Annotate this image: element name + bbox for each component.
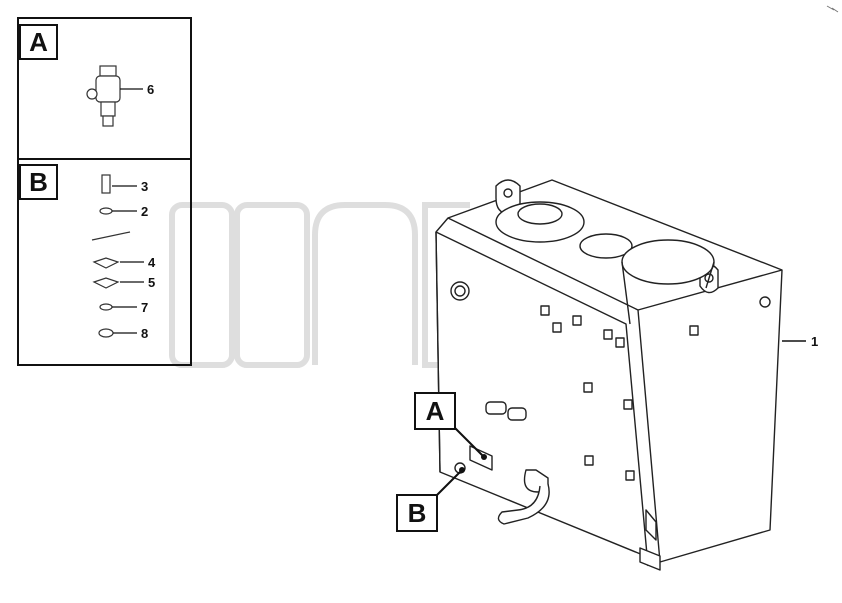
hose-pipe bbox=[497, 483, 550, 525]
foot-bracket bbox=[645, 509, 657, 541]
return-port bbox=[507, 407, 527, 421]
stud bbox=[552, 322, 562, 333]
stud bbox=[689, 325, 699, 336]
stud bbox=[583, 382, 593, 393]
filler-cap-handle bbox=[517, 203, 563, 225]
washer-part-2 bbox=[99, 207, 113, 215]
nut-part-8 bbox=[98, 328, 114, 338]
panel-b-frame bbox=[17, 158, 192, 366]
part-number-7: 7 bbox=[141, 300, 148, 315]
callout-b-leader bbox=[435, 469, 463, 497]
detail-panel-a: A 6 bbox=[17, 17, 192, 160]
stud bbox=[615, 337, 625, 348]
fitting-body bbox=[95, 75, 121, 103]
mounting-studs bbox=[540, 305, 699, 481]
part-number-3: 3 bbox=[141, 179, 148, 194]
washer-part-7 bbox=[99, 303, 113, 311]
panel-a-badge bbox=[19, 24, 58, 60]
stud bbox=[603, 329, 613, 340]
filter-housing-left bbox=[621, 261, 631, 325]
part-number-6: 6 bbox=[147, 82, 154, 97]
plate-part-4 bbox=[92, 257, 120, 269]
part-number-8: 8 bbox=[141, 326, 148, 341]
hydraulic-tank bbox=[435, 179, 783, 571]
fitting-top bbox=[99, 65, 117, 77]
callout-a-letter: A bbox=[426, 396, 445, 426]
stud bbox=[625, 470, 635, 481]
callout-a-dot bbox=[481, 454, 487, 460]
filter-housing-right bbox=[705, 261, 715, 289]
tank-left-edge bbox=[435, 231, 441, 473]
breather-elbow bbox=[579, 233, 633, 259]
callout-b-badge bbox=[396, 494, 438, 532]
watermark-letter-2 bbox=[234, 202, 310, 368]
plate-part-5 bbox=[92, 277, 120, 289]
part-number-2: 2 bbox=[141, 204, 148, 219]
fitting-port bbox=[86, 88, 98, 100]
corner-scan-mark bbox=[826, 5, 839, 13]
stud bbox=[584, 455, 594, 466]
callout-b-dot bbox=[459, 467, 465, 473]
part-number-1: 1 bbox=[811, 334, 818, 349]
drain-fitting bbox=[469, 445, 493, 471]
part-number-5: 5 bbox=[148, 275, 155, 290]
part-number-4: 4 bbox=[148, 255, 156, 270]
suction-port bbox=[485, 401, 507, 415]
stud bbox=[623, 399, 633, 410]
callout-a-badge bbox=[414, 392, 456, 430]
panel-b-badge bbox=[19, 164, 58, 200]
panel-b-letter: B bbox=[29, 167, 48, 197]
bolt-part-3 bbox=[101, 174, 111, 194]
stud bbox=[572, 315, 582, 326]
bolt-head bbox=[759, 296, 771, 308]
foot-plate bbox=[639, 547, 661, 571]
clamp-sketch bbox=[91, 231, 131, 241]
sight-glass-inner bbox=[454, 285, 466, 297]
fitting-bottom bbox=[100, 101, 116, 117]
tank-flange bbox=[435, 231, 649, 567]
detail-panel-b: B 3 2 4 5 7 8 bbox=[17, 158, 192, 366]
fitting-tip bbox=[102, 115, 114, 127]
callout-b-letter: B bbox=[408, 498, 427, 528]
lifting-eye-left-hole bbox=[503, 188, 513, 198]
watermark-letter-3 bbox=[312, 202, 418, 365]
return-filter-cover bbox=[621, 239, 715, 285]
callout-a-leader bbox=[454, 427, 485, 458]
watermark-letter-1 bbox=[169, 202, 235, 368]
stud bbox=[540, 305, 550, 316]
fitting-part-6 bbox=[86, 65, 121, 127]
panel-a-letter: A bbox=[29, 27, 48, 57]
